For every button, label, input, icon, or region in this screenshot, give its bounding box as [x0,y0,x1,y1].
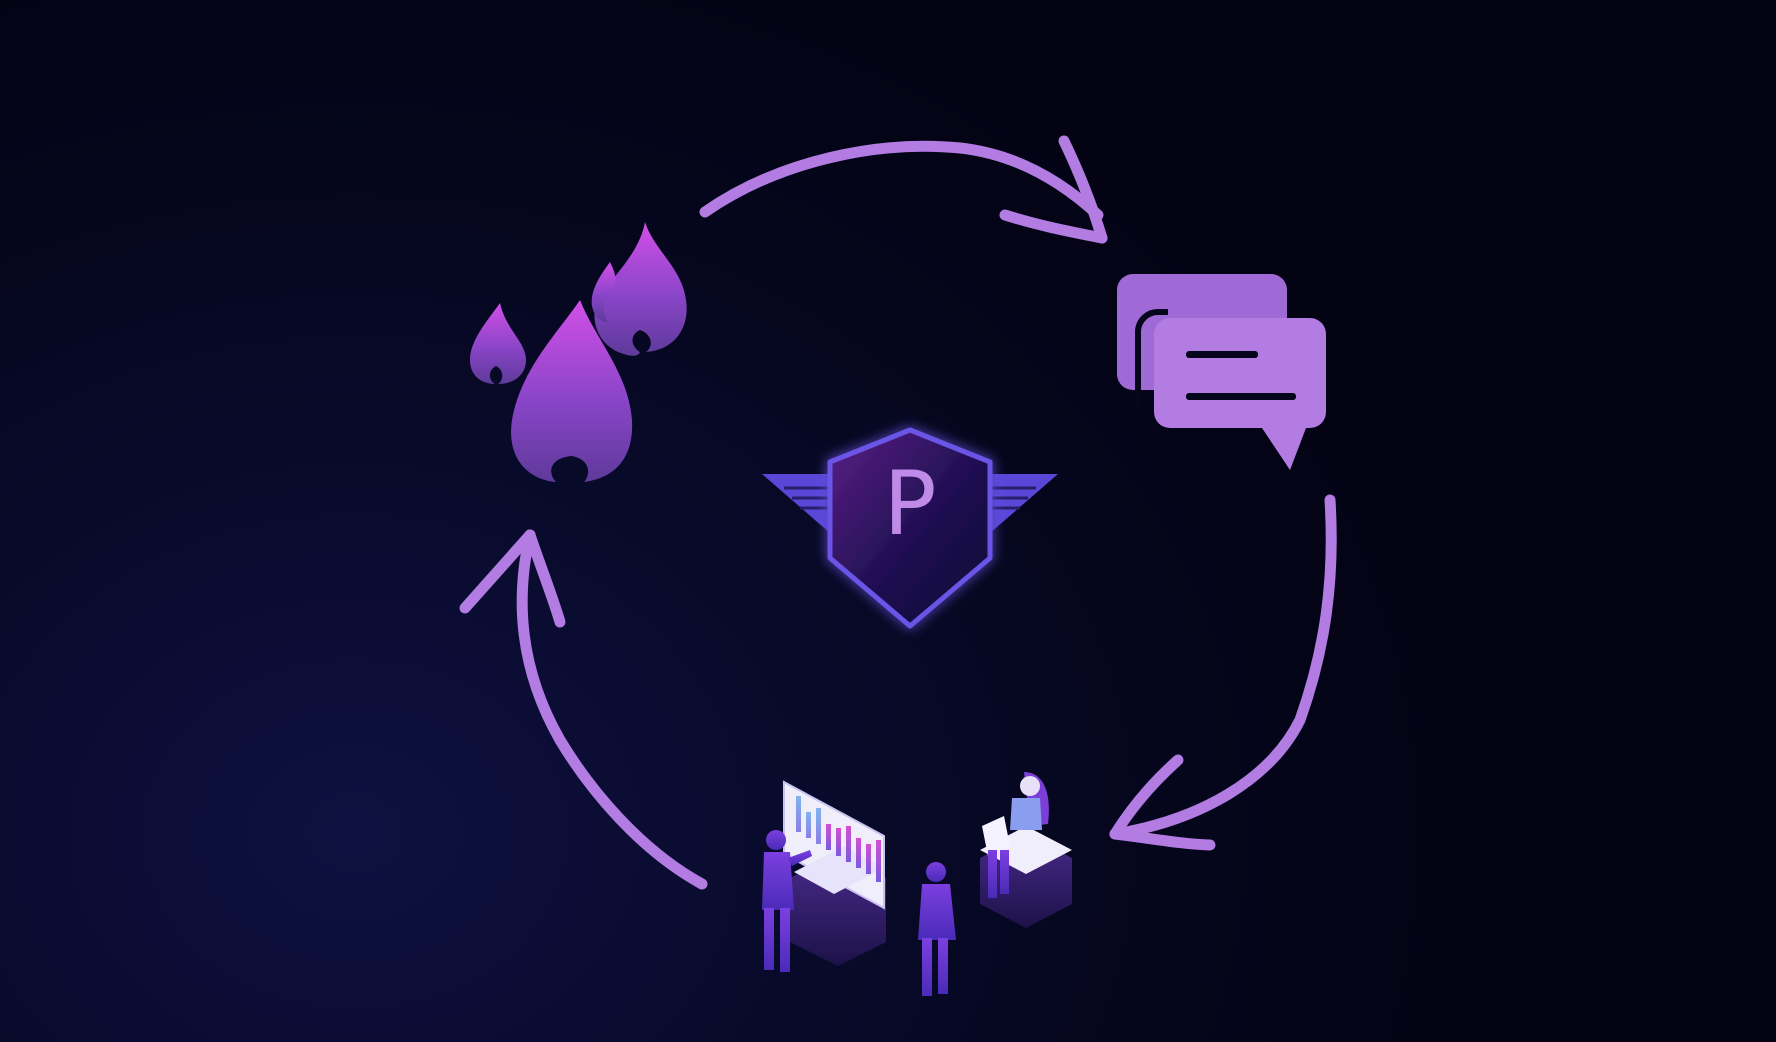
flames-icon [470,222,687,482]
chat-line-icon [1186,393,1296,400]
logo-letter: P [883,452,936,555]
arrow-fire-to-chat [699,135,1108,244]
team-analytics-illustration [762,772,1072,996]
person-observer [918,862,956,996]
arrow-team-to-fire [459,529,708,890]
chat-line-icon [1186,351,1258,358]
chat-bubbles-icon [1117,274,1326,470]
laptop-icon [982,816,1010,856]
winged-shield-logo: P [762,427,1058,629]
bar-chart-icon [796,796,881,882]
arrow-chat-to-team [1109,494,1337,851]
person-laptop-user [982,772,1049,898]
person-presenter [762,830,812,972]
